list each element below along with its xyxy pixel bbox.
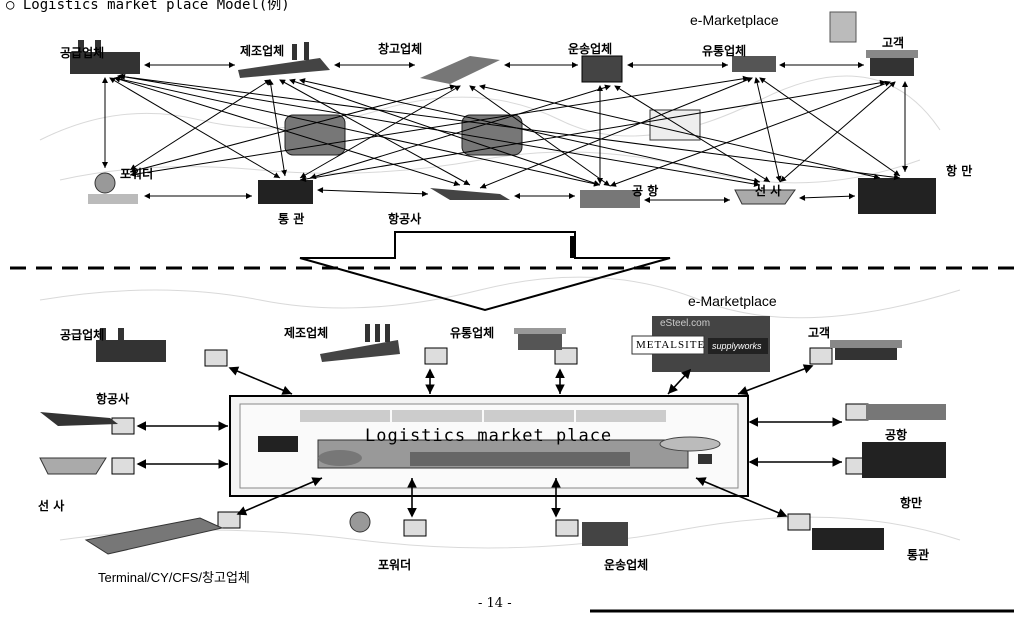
top-airline-label: 항공사: [388, 212, 422, 226]
hub-title: Logistics market place: [365, 426, 613, 446]
arrow-shadow: [570, 236, 576, 258]
top-forwarder-label: 포워더: [120, 167, 154, 181]
page-number: - 14 -: [478, 596, 512, 611]
forwarder-person-icon: [349, 511, 371, 533]
port-image-icon: [858, 178, 936, 214]
bottom-port-label: 항만: [900, 496, 923, 510]
bottom-emarketplace-label: e-Marketplace: [688, 293, 777, 309]
distributor-store-icon: [518, 334, 562, 350]
airport-icon: [580, 190, 640, 208]
top-manufacturer-label: 제조업체: [240, 44, 285, 58]
computer-icon: [555, 519, 579, 537]
terminal-crane-icon: [84, 517, 224, 555]
top-emarketplace-label: e-Marketplace: [690, 12, 779, 28]
computer-icon: [845, 403, 869, 421]
bottom-customs-label: 통관: [907, 548, 930, 562]
logo-supplyworks: supplyworks: [712, 341, 762, 351]
top-shipping-label: 선 사: [755, 184, 782, 198]
computer-icon: [111, 417, 135, 435]
airport-icon: [866, 404, 946, 420]
bottom-airline-label: 항공사: [96, 392, 130, 406]
computer-icon: [809, 347, 833, 365]
transition-down-arrow: [299, 231, 671, 312]
top-supplier-label: 공급업체: [60, 46, 105, 60]
computer-icon: [217, 511, 241, 529]
bottom-distributor-label: 유통업체: [450, 326, 495, 340]
customs-building-icon: [258, 180, 313, 204]
manufacturer-factory-icon: [238, 58, 330, 78]
logo-metalsite: METALSITE: [636, 339, 706, 351]
logo-esteel: eSteel.com: [660, 318, 711, 329]
port-image-icon: [862, 442, 946, 478]
page-title: ○ Logistics market place Model(例): [6, 0, 290, 13]
ship-icon: [39, 457, 107, 475]
ship-icon: [734, 189, 796, 205]
computer-icon: [424, 347, 448, 365]
bottom-airport-label: 공항: [885, 428, 908, 442]
bottom-customer-label: 고객: [808, 326, 831, 340]
top-carrier-label: 운송업체: [568, 42, 613, 56]
bottom-carrier-label: 운송업체: [604, 558, 649, 572]
top-customs-label: 통 관: [278, 212, 305, 226]
bottom-manufacturer-label: 제조업체: [284, 326, 329, 340]
supplier-factory-icon: [70, 52, 140, 74]
computer-icon: [403, 519, 427, 537]
bottom-forwarder-label: 포워더: [378, 558, 412, 572]
top-distributor-label: 유통업체: [702, 44, 747, 58]
carrier-truck-icon: [581, 55, 623, 83]
distributor-store-icon: [732, 56, 776, 72]
top-warehouse-label: 창고업체: [378, 42, 423, 56]
airline-plane-icon: [40, 412, 118, 426]
customer-shop-icon: [870, 58, 914, 76]
bottom-terminal-label: Terminal/CY/CFS/창고업체: [98, 570, 250, 585]
computer-icon: [554, 347, 578, 365]
supplier-factory-icon: [96, 340, 166, 362]
logistics-hub: [229, 395, 749, 497]
emarketplace-logo-icon: [829, 11, 857, 43]
bottom-supplier-label: 공급업체: [60, 328, 105, 342]
top-airport-label: 공 항: [632, 184, 659, 198]
bottom-shipping-label: 선 사: [38, 499, 65, 513]
computer-icon: [787, 513, 811, 531]
airline-plane-icon: [430, 188, 510, 200]
customer-shop-icon: [835, 348, 897, 360]
customs-building-icon: [812, 528, 884, 550]
top-customer-label: 고객: [882, 36, 905, 50]
bottom-node-images: [39, 316, 946, 555]
manufacturer-factory-icon: [320, 340, 400, 362]
computer-icon: [204, 349, 228, 367]
forwarder-person-icon: [94, 172, 116, 194]
carrier-truck-icon: [582, 522, 628, 546]
computer-icon: [111, 457, 135, 475]
top-mesh-arrows: [102, 62, 908, 203]
top-port-label: 항 만: [946, 164, 973, 178]
hub-arrows: [136, 364, 842, 518]
warehouse-icon: [420, 56, 500, 84]
